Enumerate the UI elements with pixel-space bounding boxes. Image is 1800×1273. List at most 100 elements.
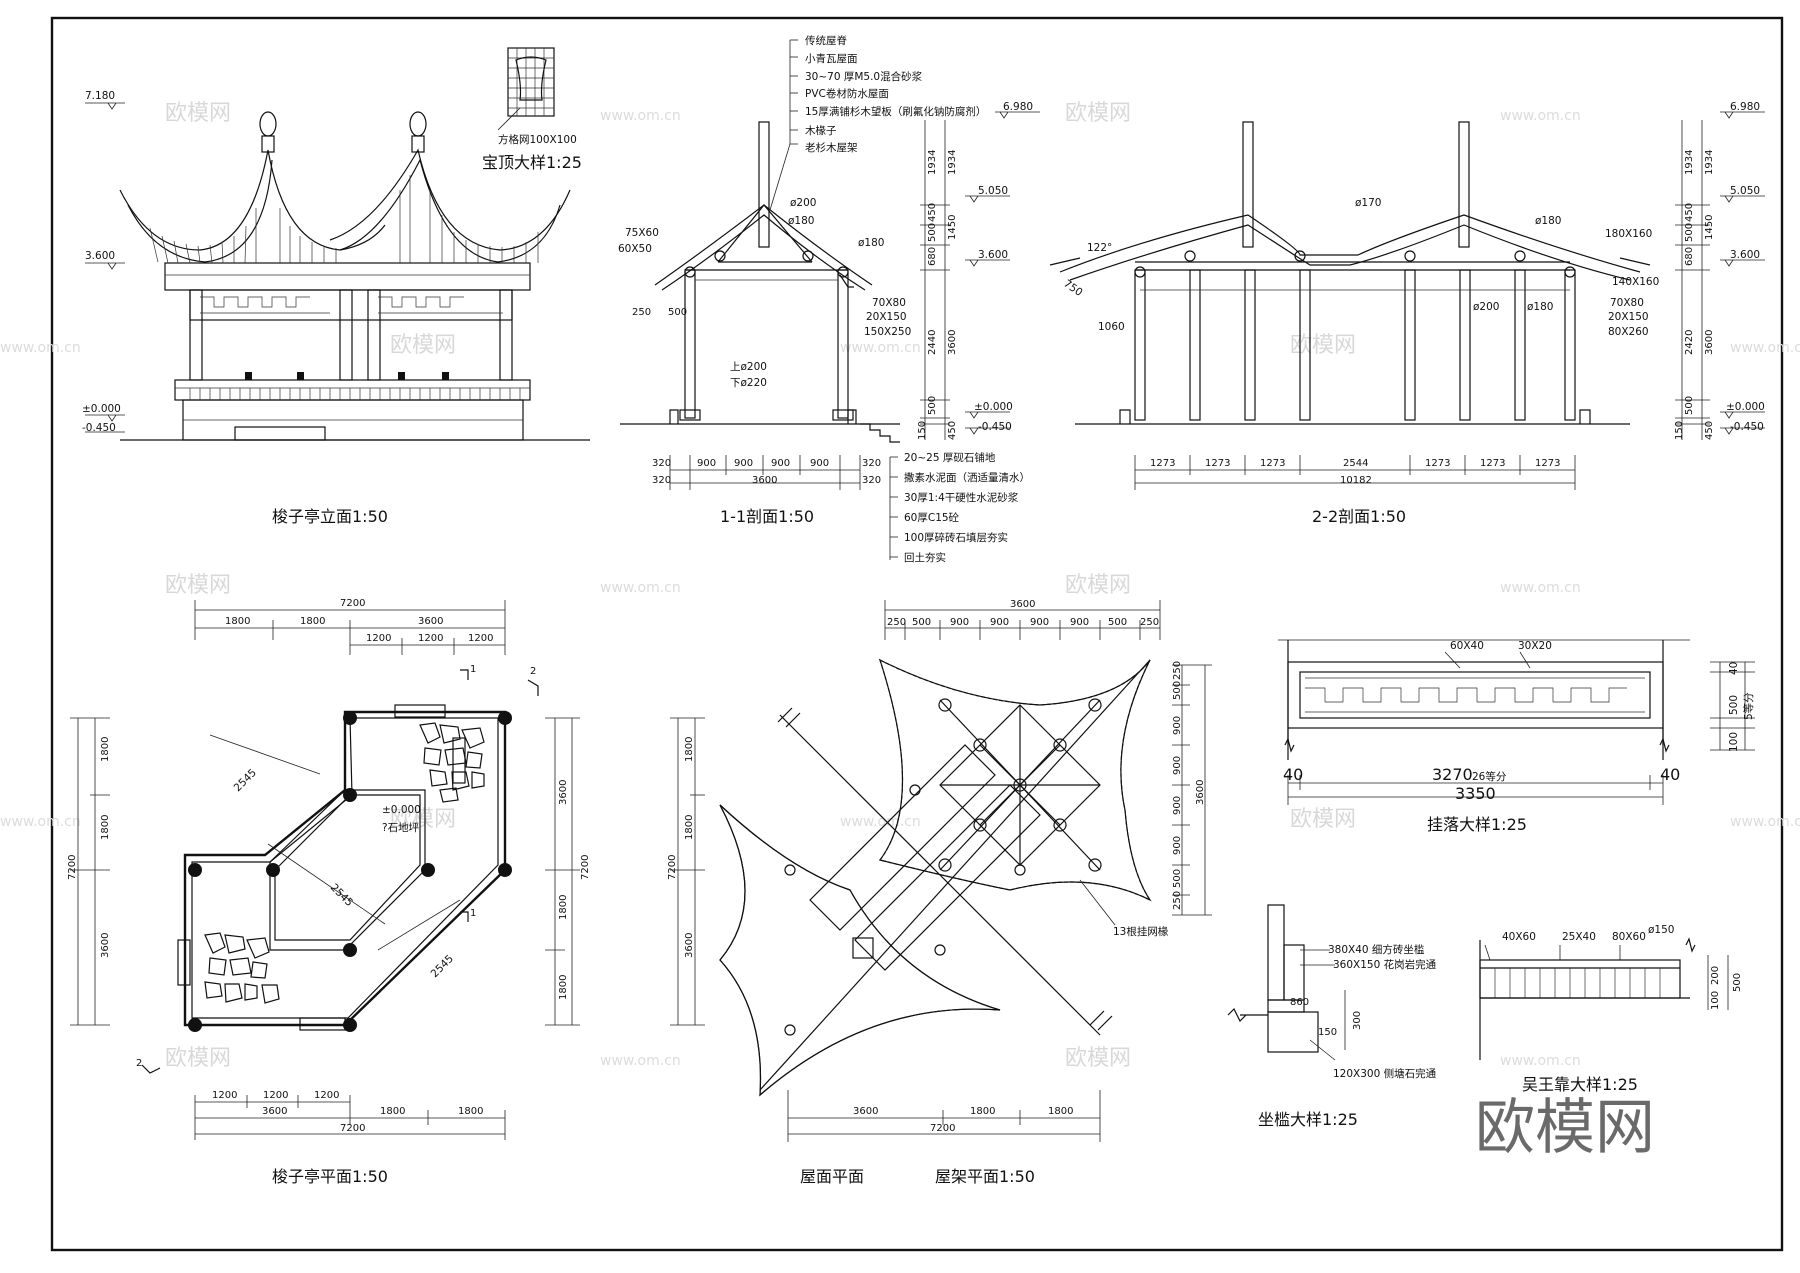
dim-label: 1200 <box>314 1090 339 1101</box>
dim-label: 40 <box>1283 765 1303 784</box>
dim-label: 500 <box>1684 223 1695 242</box>
dim-label: 900 <box>1172 796 1183 815</box>
dim-label: 1200 <box>366 633 391 644</box>
dim-label: 1450 <box>1704 215 1715 240</box>
roof-plan: 13根挂网椽 3600 250 500 900 900 900 900 500 … <box>667 599 1212 1186</box>
bench-detail: 40X60 25X40 80X60 ø150 200 500 100 吴王靠大样… <box>1479 924 1743 1094</box>
dim-label: 1273 <box>1150 458 1175 469</box>
dim-label: 250 <box>1172 661 1183 680</box>
dim-label: 1273 <box>1480 458 1505 469</box>
dim-label: 3270 <box>1432 765 1473 784</box>
dim-label: 2440 <box>927 330 938 355</box>
roof-layer-note: 木椽子 <box>805 124 837 137</box>
dim-label: 1800 <box>558 975 569 1000</box>
elevation-title: 梭子亭立面1:50 <box>272 507 388 526</box>
dim-label: 40 <box>1660 765 1680 784</box>
finial-title: 宝顶大样1:25 <box>482 153 582 172</box>
member-label: 25X40 <box>1562 931 1596 943</box>
dim-label: 1200 <box>468 633 493 644</box>
dim-label: 100 <box>1728 732 1740 752</box>
dim-label: 500 <box>1732 973 1743 992</box>
frame-plan-title: 屋架平面1:50 <box>935 1167 1035 1186</box>
dim-label: 1934 <box>1684 150 1695 175</box>
dim-label: 900 <box>1030 617 1049 628</box>
watermark-url: www.om.cn <box>600 108 681 124</box>
roof-plan-title: 屋面平面 <box>800 1167 864 1186</box>
watermark-url: www.om.cn <box>600 1053 681 1069</box>
watermark-url: www.om.cn <box>0 814 81 830</box>
elev-label: 5.050 <box>978 185 1008 197</box>
elev-label: 3.600 <box>85 250 115 262</box>
dim-label: 900 <box>1070 617 1089 628</box>
dim-label: 860 <box>1290 997 1309 1008</box>
dim-label: 1934 <box>947 150 958 175</box>
dim-label: 1800 <box>100 815 111 840</box>
member-label: ø150 <box>1648 924 1674 936</box>
dim-label: 450 <box>947 421 958 440</box>
dim-label: 1800 <box>100 737 111 762</box>
dim-label: 450 <box>1704 421 1715 440</box>
dim-label: 2545 <box>328 882 355 909</box>
dim-label: 500 <box>1684 396 1695 415</box>
elev-label: -0.450 <box>82 422 116 434</box>
roof-layer-note: 30~70 厚M5.0混合砂浆 <box>805 70 923 83</box>
section-1-1: 传统屋脊 小青瓦屋面 30~70 厚M5.0混合砂浆 PVC卷材防水屋面 15厚… <box>618 34 1040 564</box>
dim-label: 1800 <box>300 616 325 627</box>
dim-label: 500 <box>668 307 687 318</box>
elev-label: 5.050 <box>1730 185 1760 197</box>
dim-label: 320 <box>652 475 671 486</box>
dim-label: 1450 <box>947 215 958 240</box>
watermark-url: www.om.cn <box>840 340 921 356</box>
dim-label: 3600 <box>752 475 777 486</box>
watermark: 欧模网 <box>165 573 231 598</box>
sill-note: 360X150 花岗岩完通 <box>1333 958 1437 971</box>
dim-label: 200 <box>1710 966 1721 985</box>
watermark-url: www.om.cn <box>1500 580 1581 596</box>
cut-label: 2 <box>530 666 536 677</box>
dim-label: 450 <box>1684 203 1695 222</box>
dim-label: 900 <box>950 617 969 628</box>
member-label: ø180 <box>1535 215 1561 227</box>
dim-label: 900 <box>697 458 716 469</box>
watermark: 欧模网 <box>165 101 231 126</box>
dim-label: 2545 <box>232 767 259 794</box>
roof-layer-note: 老杉木屋架 <box>805 141 858 154</box>
member-label: 70X80 <box>872 297 906 309</box>
section11-title: 1-1剖面1:50 <box>720 507 814 526</box>
dim-label: 900 <box>734 458 753 469</box>
elev-label: -0.450 <box>1730 421 1764 433</box>
dim-label: 450 <box>927 203 938 222</box>
dim-label: 1200 <box>263 1090 288 1101</box>
dim-label: 1800 <box>1048 1106 1073 1117</box>
roof-note: 13根挂网椽 <box>1113 925 1169 938</box>
member-label: 20X150 <box>866 311 907 323</box>
floor-layer-note: 回土夯实 <box>904 551 946 564</box>
dim-label: 1800 <box>558 895 569 920</box>
dim-label: 250 <box>1172 891 1183 910</box>
dim-label: 7200 <box>930 1123 955 1134</box>
watermark-url: www.om.cn <box>840 814 921 830</box>
watermark: 欧模网 <box>390 807 456 832</box>
dim-label: 3600 <box>853 1106 878 1117</box>
watermark-url: www.om.cn <box>1730 814 1800 830</box>
dim-label: 250 <box>632 307 651 318</box>
dim-label: 500 <box>1728 695 1740 715</box>
dim-label: 320 <box>862 475 881 486</box>
roof-layer-note: 15厚满铺杉木望板（刷氟化钠防腐剂） <box>805 105 986 118</box>
dim-label: 500 <box>1172 681 1183 700</box>
dim-label: 1200 <box>212 1090 237 1101</box>
roof-layer-note: 传统屋脊 <box>805 34 847 47</box>
hanging-detail: 60X40 30X20 40 40 3270 26等分 3350 40 500 … <box>1278 639 1755 834</box>
dim-label: 100 <box>1710 991 1721 1010</box>
dim-label: 500 <box>912 617 931 628</box>
elev-label: 7.180 <box>85 90 115 102</box>
member-label: ø200 <box>1473 301 1499 313</box>
elev-label: ±0.000 <box>82 403 121 415</box>
member-label: ø180 <box>788 215 814 227</box>
watermark: 欧模网 <box>1065 573 1131 598</box>
member-label: ø180 <box>1527 301 1553 313</box>
dim-label: 7200 <box>340 598 365 609</box>
dim-label: 150 <box>1318 1027 1337 1038</box>
dim-label: 1273 <box>1260 458 1285 469</box>
dim-label: 900 <box>1172 756 1183 775</box>
